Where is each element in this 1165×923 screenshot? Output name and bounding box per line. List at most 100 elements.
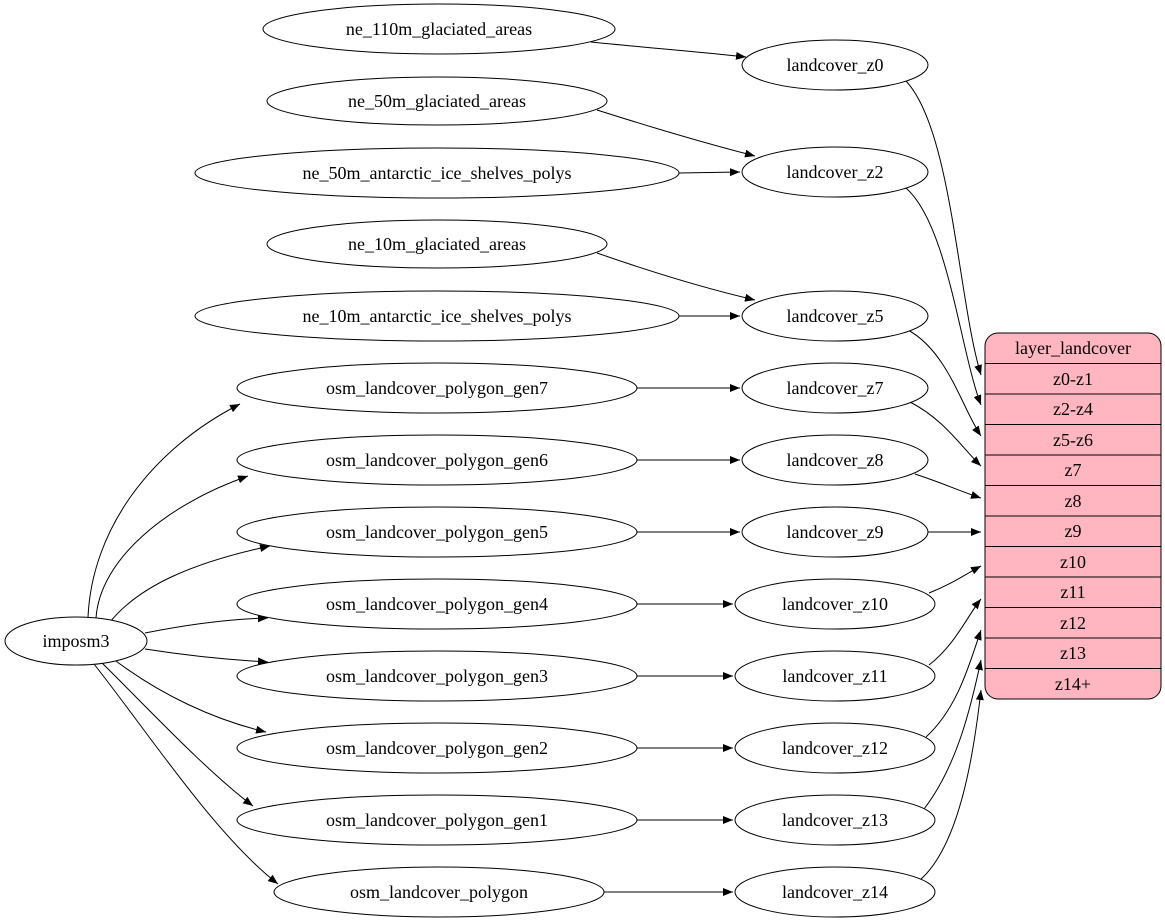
record-row-z5-z6: z5-z6 xyxy=(1053,430,1093,450)
node-landcover_z13: landcover_z13 xyxy=(734,794,936,846)
node-osm_landcover_polygon-shape xyxy=(273,866,605,918)
node-ne_110m_glaciated_areas-label: ne_110m_glaciated_areas xyxy=(346,19,532,39)
edge-landcover_z7-row-z7 xyxy=(909,401,982,467)
node-landcover_z13-shape xyxy=(734,794,936,846)
node-landcover_z9-shape xyxy=(741,506,929,558)
node-landcover_z12: landcover_z12 xyxy=(734,722,936,774)
edge-ne_110m_glaciated_areas-landcover_z0 xyxy=(590,41,747,60)
node-ne_10m_glaciated_areas-shape xyxy=(266,219,608,269)
node-landcover_z0-label: landcover_z0 xyxy=(787,55,884,75)
node-osm_landcover_polygon_gen3: osm_landcover_polygon_gen3 xyxy=(236,650,638,702)
node-landcover_z2-label: landcover_z2 xyxy=(787,162,884,182)
node-landcover_z14-label: landcover_z14 xyxy=(782,882,888,902)
node-ne_10m_antarctic_ice_shelves_polys: ne_10m_antarctic_ice_shelves_polys xyxy=(194,290,680,342)
node-ne_10m_antarctic_ice_shelves_polys-label: ne_10m_antarctic_ice_shelves_polys xyxy=(303,306,572,326)
node-osm_landcover_polygon_gen2-label: osm_landcover_polygon_gen2 xyxy=(326,738,548,758)
node-layer_landcover: layer_landcover z0-z1 z2-z4 z5-z6 z7 z8 … xyxy=(984,332,1162,700)
node-ne_110m_glaciated_areas-shape xyxy=(262,3,616,55)
node-osm_landcover_polygon-label: osm_landcover_polygon xyxy=(350,882,528,902)
record-row-z13: z13 xyxy=(1060,643,1086,663)
node-landcover_z8: landcover_z8 xyxy=(741,434,929,486)
node-osm_landcover_polygon_gen4: osm_landcover_polygon_gen4 xyxy=(236,578,638,630)
node-osm_landcover_polygon_gen2: osm_landcover_polygon_gen2 xyxy=(236,722,638,774)
node-osm_landcover_polygon_gen6-shape xyxy=(236,434,638,486)
node-osm_landcover_polygon_gen7-shape xyxy=(236,362,638,414)
node-ne_10m_glaciated_areas-label: ne_10m_glaciated_areas xyxy=(348,234,526,254)
edge-imposm3-osm_landcover_polygon_gen3 xyxy=(144,648,269,666)
node-osm_landcover_polygon_gen4-shape xyxy=(236,578,638,630)
edge-landcover_z2-row-z2-z4 xyxy=(905,187,982,406)
node-imposm3-label: imposm3 xyxy=(42,631,109,651)
node-landcover_z9: landcover_z9 xyxy=(741,506,929,558)
node-osm_landcover_polygon_gen7: osm_landcover_polygon_gen7 xyxy=(236,362,638,414)
edge-landcover_z5-row-z5-z6 xyxy=(907,329,982,437)
record-row-z9: z9 xyxy=(1065,521,1082,541)
edge-imposm3-osm_landcover_polygon_gen7 xyxy=(87,403,241,618)
record-title: layer_landcover xyxy=(1015,338,1131,358)
node-landcover_z10-label: landcover_z10 xyxy=(782,594,888,614)
node-ne_50m_antarctic_ice_shelves_polys-label: ne_50m_antarctic_ice_shelves_polys xyxy=(303,163,572,183)
edge-landcover_z11-row-z11 xyxy=(928,598,982,666)
node-landcover_z2-shape xyxy=(741,146,929,198)
node-osm_landcover_polygon_gen4-label: osm_landcover_polygon_gen4 xyxy=(326,594,548,614)
edge-landcover_z0-row-z0-z1 xyxy=(905,80,982,376)
node-landcover_z0-shape xyxy=(741,39,929,91)
edge-imposm3-osm_landcover_polygon_gen6 xyxy=(95,475,249,619)
node-landcover_z14: landcover_z14 xyxy=(734,866,936,918)
node-landcover_z0: landcover_z0 xyxy=(741,39,929,91)
node-osm_landcover_polygon_gen3-shape xyxy=(236,650,638,702)
record-row-z10: z10 xyxy=(1060,552,1086,572)
node-landcover_z14-shape xyxy=(734,866,936,918)
edge-ne_10m_glaciated_areas-landcover_z5 xyxy=(596,252,756,302)
node-landcover_z5-shape xyxy=(741,290,929,342)
node-osm_landcover_polygon_gen1-shape xyxy=(236,794,638,846)
node-landcover_z7: landcover_z7 xyxy=(741,362,929,414)
node-landcover_z2: landcover_z2 xyxy=(741,146,929,198)
edge-imposm3-osm_landcover_polygon_gen5 xyxy=(109,544,271,623)
node-osm_landcover_polygon_gen6: osm_landcover_polygon_gen6 xyxy=(236,434,638,486)
node-landcover_z12-shape xyxy=(734,722,936,774)
node-osm_landcover_polygon_gen7-label: osm_landcover_polygon_gen7 xyxy=(326,378,548,398)
record-row-z12: z12 xyxy=(1060,613,1086,633)
node-ne_50m_glaciated_areas: ne_50m_glaciated_areas xyxy=(266,76,608,126)
node-osm_landcover_polygon_gen1-label: osm_landcover_polygon_gen1 xyxy=(326,810,548,830)
record-row-z0-z1: z0-z1 xyxy=(1053,369,1093,389)
edge-landcover_z12-row-z12 xyxy=(925,629,982,738)
node-osm_landcover_polygon: osm_landcover_polygon xyxy=(273,866,605,918)
edge-ne_50m_antarctic_ice_shelves_polys-landcover_z2 xyxy=(678,168,741,177)
node-ne_50m_antarctic_ice_shelves_polys-shape xyxy=(194,147,680,199)
record-row-z14plus: z14+ xyxy=(1055,674,1091,694)
node-landcover_z9-label: landcover_z9 xyxy=(787,522,884,542)
edge-imposm3-osm_landcover_polygon_gen2 xyxy=(111,657,267,734)
node-landcover_z5-label: landcover_z5 xyxy=(787,306,884,326)
node-landcover_z8-shape xyxy=(741,434,929,486)
node-landcover_z5: landcover_z5 xyxy=(741,290,929,342)
edge-landcover_z13-row-z13 xyxy=(923,659,983,810)
node-landcover_z7-label: landcover_z7 xyxy=(787,378,884,398)
edge-imposm3-osm_landcover_polygon xyxy=(93,663,279,885)
edge-imposm3-osm_landcover_polygon_gen1 xyxy=(99,660,254,807)
node-landcover_z10: landcover_z10 xyxy=(734,578,936,630)
record-row-z11: z11 xyxy=(1060,582,1085,602)
node-osm_landcover_polygon_gen6-label: osm_landcover_polygon_gen6 xyxy=(326,450,548,470)
node-landcover_z10-shape xyxy=(734,578,936,630)
node-imposm3-shape xyxy=(4,616,148,666)
node-layer: imposm3 ne_110m_glaciated_areas ne_50m_g… xyxy=(4,3,936,918)
node-landcover_z13-label: landcover_z13 xyxy=(782,810,888,830)
node-osm_landcover_polygon_gen1: osm_landcover_polygon_gen1 xyxy=(236,794,638,846)
node-osm_landcover_polygon_gen5: osm_landcover_polygon_gen5 xyxy=(236,506,638,558)
node-ne_50m_glaciated_areas-label: ne_50m_glaciated_areas xyxy=(348,91,526,111)
node-ne_110m_glaciated_areas: ne_110m_glaciated_areas xyxy=(262,3,616,55)
node-landcover_z11: landcover_z11 xyxy=(734,650,936,702)
node-osm_landcover_polygon_gen2-shape xyxy=(236,722,638,774)
node-ne_10m_antarctic_ice_shelves_polys-shape xyxy=(194,290,680,342)
node-osm_landcover_polygon_gen5-shape xyxy=(236,506,638,558)
node-landcover_z12-label: landcover_z12 xyxy=(782,738,888,758)
node-landcover_z7-shape xyxy=(741,362,929,414)
edge-landcover_z8-row-z8 xyxy=(914,473,982,499)
edge-landcover_z10-row-z10 xyxy=(928,565,982,594)
node-landcover_z11-shape xyxy=(734,650,936,702)
node-ne_50m_glaciated_areas-shape xyxy=(266,76,608,126)
